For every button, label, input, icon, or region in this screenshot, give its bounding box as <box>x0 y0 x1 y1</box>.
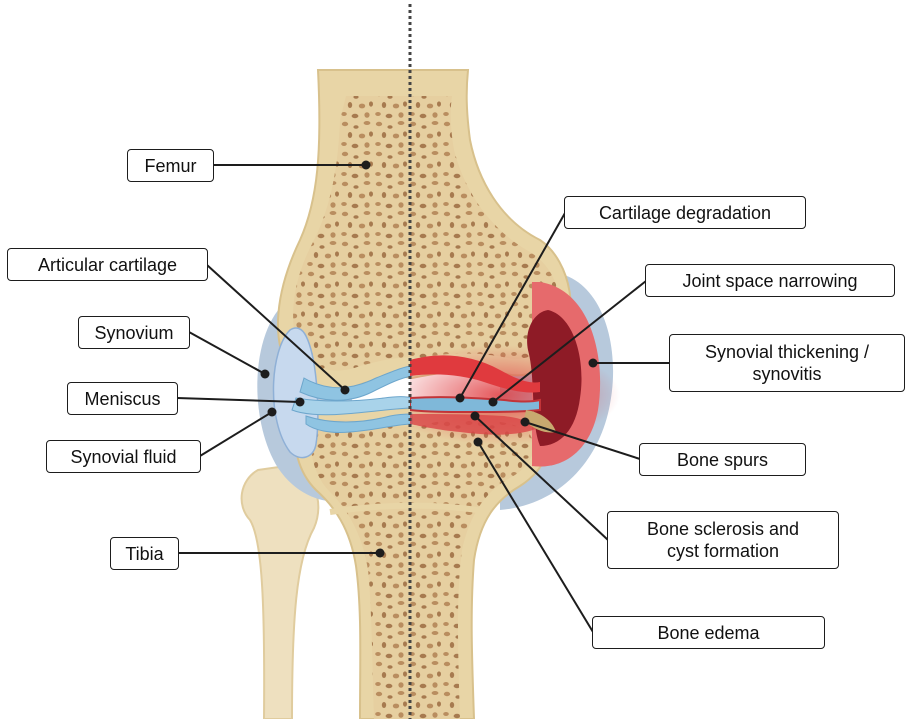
label-tibia: Tibia <box>110 537 179 570</box>
label-bone-spurs: Bone spurs <box>639 443 806 476</box>
label-synovial-thickening: Synovial thickening / synovitis <box>669 334 905 392</box>
label-femur: Femur <box>127 149 214 182</box>
label-meniscus: Meniscus <box>67 382 178 415</box>
label-bone-edema: Bone edema <box>592 616 825 649</box>
label-cartilage-degradation: Cartilage degradation <box>564 196 806 229</box>
label-bone-sclerosis: Bone sclerosis and cyst formation <box>607 511 839 569</box>
label-articular-cartilage: Articular cartilage <box>7 248 208 281</box>
fibula <box>242 466 319 719</box>
label-synovial-fluid: Synovial fluid <box>46 440 201 473</box>
label-synovium: Synovium <box>78 316 190 349</box>
label-joint-space-narrowing: Joint space narrowing <box>645 264 895 297</box>
